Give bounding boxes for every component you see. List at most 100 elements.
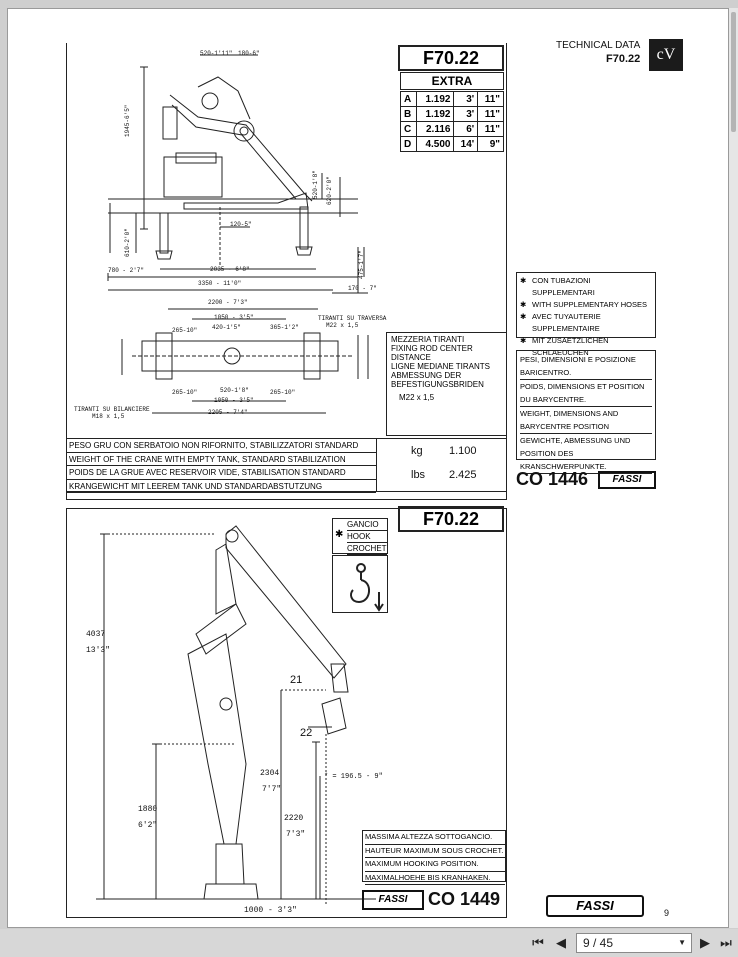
dim-2200: 2200 - 7'3" — [208, 299, 248, 306]
bottom-panel-frame — [66, 508, 507, 918]
bottom-code: CO 1449 — [428, 889, 501, 909]
star-icon: ✱ — [520, 276, 527, 285]
dim-475: 475-1'7" — [358, 250, 365, 279]
cv-logo-text: cV — [656, 46, 676, 63]
bottom-fassi-logo: FASSI — [362, 890, 424, 910]
extra-cell-mm: 2.116 — [416, 121, 455, 137]
extra-cell-mm: 1.192 — [416, 106, 455, 122]
prev-page-icon[interactable]: ◀ — [556, 935, 566, 950]
hoses-line: ✱WITH SUPPLEMENTARY HOSES — [520, 300, 648, 309]
dim-265-b: 265-10" — [172, 389, 198, 396]
hook-label: HOOK — [347, 531, 387, 543]
hook-height-list: MASSIMA ALTEZZA SOTTOGANCIO.HAUTEUR MAXI… — [365, 831, 505, 885]
weight-line: KRANGEWICHT MIT LEEREM TANK UND STANDARD… — [67, 480, 376, 493]
header-model: F70.22 — [606, 53, 641, 65]
extra-cell-in: 11" — [477, 106, 504, 122]
dim-265-c: 265-10" — [270, 389, 296, 396]
page-mark: 9 — [664, 908, 670, 918]
dim-4037: 4037 — [86, 630, 106, 639]
legend-line: LIGNE MEDIANE TIRANTS — [391, 362, 490, 371]
scrollbar-thumb[interactable] — [731, 12, 736, 132]
extra-cell-in: 9" — [477, 136, 504, 152]
weights-note-box: PESI, DIMENSIONI E POSIZIONE BARICENTRO.… — [516, 350, 656, 474]
dim-1050-top: 1050 - 3'5" — [214, 314, 254, 321]
extra-title-box: EXTRA — [400, 72, 504, 90]
crane-side-drawing — [107, 54, 368, 294]
hook-height-box: MASSIMA ALTEZZA SOTTOGANCIO.HAUTEUR MAXI… — [362, 830, 506, 885]
extra-cell-k: D — [399, 136, 418, 152]
dim-1880: 1880 — [138, 805, 158, 814]
extra-title: EXTRA — [431, 74, 473, 88]
page-selector[interactable]: 9 / 45▼ — [576, 933, 692, 953]
first-page-icon[interactable]: ⏮ — [532, 935, 544, 950]
top-model-label: F70.22 — [422, 48, 480, 68]
extra-cell-in: 11" — [477, 121, 504, 137]
dim-610: 610-2'0" — [124, 228, 131, 257]
bottom-model-box: F70.22 — [398, 506, 504, 532]
technical-data-label: TECHNICAL DATA — [556, 40, 641, 51]
hook-label: CROCHET — [347, 544, 387, 555]
top-panel-frame — [66, 43, 507, 500]
side-code: CO 1446 — [516, 469, 589, 489]
dim-120: 120-5" — [230, 221, 252, 228]
side-fassi-logo: FASSI — [598, 471, 656, 489]
page-selector-value: 9 / 45 — [583, 936, 614, 950]
legend-line: ABMESSUNG DER BEFESTIGUNGSBRIDEN — [391, 371, 484, 389]
kg-unit: kg — [411, 445, 423, 457]
lbs-value: 2.425 — [449, 469, 477, 481]
extra-cell-k: B — [399, 106, 418, 122]
dim-365: 365-1'2" — [270, 324, 299, 331]
tiranti-bilanciere: TIRANTI SU BILANCIERE — [74, 406, 150, 413]
bottom-model-label: F70.22 — [422, 509, 480, 529]
hoses-line: ✱CON TUBAZIONI SUPPLEMENTARI — [520, 276, 595, 297]
hook-symbol-box — [332, 555, 388, 613]
dim-265-a: 265-10" — [172, 327, 198, 334]
label-22: 22 — [300, 727, 313, 739]
vertical-scrollbar[interactable] — [729, 8, 738, 928]
legend-line: FIXING ROD CENTER DISTANCE — [391, 344, 473, 362]
hook-label: GANCIO — [347, 519, 387, 531]
extra-cell-mm: 4.500 — [416, 136, 455, 152]
dim-780: 780 - 2'7" — [108, 267, 145, 274]
dim-420: 420-1'5" — [212, 324, 241, 331]
dim-2304-ft: 7'7" — [262, 785, 282, 794]
dim-1880-ft: 6'2" — [138, 821, 158, 830]
weight-line: POIDS DE LA GRUE AVEC RESERVOIR VIDE, ST… — [67, 466, 376, 480]
dim-2035: 2035 - 6'8" — [210, 266, 250, 273]
weights-line: WEIGHT, DIMENSIONS AND BARYCENTRE POSITI… — [520, 407, 652, 434]
legend-thread: M22 x 1,5 — [399, 393, 435, 402]
last-page-icon[interactable]: ⏭ — [720, 935, 732, 950]
hook-height-line: MAXIMUM HOOKING POSITION. — [365, 858, 505, 872]
weights-line: POIDS, DIMENSIONS ET POSITION DU BARYCEN… — [520, 380, 652, 407]
page-fassi-text: FASSI — [576, 898, 614, 913]
hoses-line: ✱AVEC TUYAUTERIE SUPPLEMENTAIRE — [520, 312, 601, 333]
lbs-unit: lbs — [411, 469, 426, 481]
extra-cell-ft: 6' — [453, 121, 479, 137]
dim-520-top: 520-1'11" — [200, 50, 233, 57]
hook-height-line: HAUTEUR MAXIMUM SOUS CROCHET. — [365, 845, 505, 858]
thread-m22: M22 x 1,5 — [326, 322, 359, 329]
extra-cell-ft: 3' — [453, 91, 479, 107]
dim-1050-bottom: 1050 - 3'5" — [214, 397, 254, 404]
hoses-list: ✱CON TUBAZIONI SUPPLEMENTARI ✱WITH SUPPLE… — [520, 275, 652, 359]
kg-value: 1.100 — [449, 445, 477, 457]
dim-170: 170 - 7" — [348, 285, 377, 292]
next-page-icon[interactable]: ▶ — [700, 935, 710, 950]
hook-height-line: MAXIMALHOEHE BIS KRANHAKEN. — [365, 872, 505, 885]
legend-line: MEZZERIA TIRANTI — [391, 335, 465, 344]
extra-cell-k: C — [399, 121, 418, 137]
bottom-fassi-text: FASSI — [378, 894, 408, 905]
page-fassi-logo: FASSI — [546, 895, 644, 917]
extra-cell-k: A — [399, 91, 418, 107]
hook-icon — [350, 563, 384, 612]
dim-520-plan: 520-1'8" — [220, 387, 249, 394]
